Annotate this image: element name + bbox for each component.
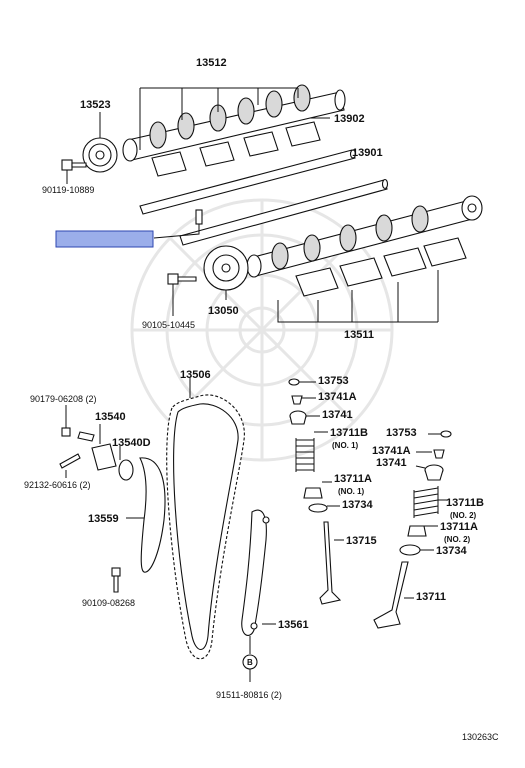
lifter-13741A-b xyxy=(416,449,445,459)
camshaft-sprocket-13523 xyxy=(82,112,118,173)
bolt-90179 xyxy=(61,405,71,437)
label-13512-leaders xyxy=(139,87,299,150)
label-13512: 13512 xyxy=(196,57,227,69)
bolt-90105 xyxy=(167,273,197,316)
seal-13734-a xyxy=(308,503,340,513)
label-13753-a: 13753 xyxy=(318,375,349,387)
stud-92132 xyxy=(59,453,81,478)
spring-13711B-2 xyxy=(413,486,448,518)
label-13523: 13523 xyxy=(80,99,111,111)
label-13741-a: 13741 xyxy=(322,409,353,421)
camshaft-bearing-caps-upper xyxy=(151,121,321,177)
shim-13753-a xyxy=(288,378,316,386)
seat-13711A-2 xyxy=(407,525,438,537)
label-13711: 13711 xyxy=(416,591,446,603)
label-13561: 13561 xyxy=(278,619,309,631)
label-90109-08268: 90109-08268 xyxy=(82,598,135,608)
chain-guide-13561 xyxy=(241,509,276,654)
label-13540D: 13540D xyxy=(112,437,151,449)
rod-13901 xyxy=(179,178,389,246)
label-90179-06208: 90179-06208 (2) xyxy=(30,394,97,404)
label-13711B-a-note: (NO. 1) xyxy=(332,441,359,450)
label-13511: 13511 xyxy=(344,329,374,341)
bolt-90109 xyxy=(111,567,121,593)
label-13711A-b-note: (NO. 2) xyxy=(444,535,471,544)
seat-13711A-1 xyxy=(303,481,332,499)
label-13741-b: 13741 xyxy=(376,457,407,469)
camshaft-13511 xyxy=(246,195,483,278)
label-13715: 13715 xyxy=(346,535,377,547)
label-13050: 13050 xyxy=(208,305,239,317)
callout-b: B xyxy=(242,654,258,682)
label-13711B-b: 13711B xyxy=(446,497,484,509)
chain-tensioner-13540 xyxy=(77,424,117,471)
label-13711B-b-note: (NO. 2) xyxy=(450,511,477,520)
diagram-id: 130263C xyxy=(462,732,499,742)
lifter-13741A-a xyxy=(291,395,316,405)
chain-slipper-13559 xyxy=(126,457,166,573)
label-13711A-a-note: (NO. 1) xyxy=(338,487,365,496)
label-90119-10889: 90119-10889 xyxy=(42,185,94,195)
label-13901: 13901 xyxy=(352,147,383,159)
label-13902: 13902 xyxy=(334,113,365,125)
label-13753-b: 13753 xyxy=(386,427,417,439)
valve-13711 xyxy=(373,561,414,629)
label-13559: 13559 xyxy=(88,513,119,525)
label-13711B-a: 13711B xyxy=(330,427,368,439)
retainer-13741-b xyxy=(415,464,444,481)
label-13734-b: 13734 xyxy=(436,545,467,557)
seal-13734-b xyxy=(399,544,434,556)
pin-fastener xyxy=(153,209,203,239)
label-13741A-a: 13741A xyxy=(318,391,357,403)
shim-13753-b xyxy=(428,430,452,438)
camshaft-13512 xyxy=(122,84,346,162)
vvt-gear-13050 xyxy=(203,245,249,300)
label-13506: 13506 xyxy=(180,369,211,381)
timing-chain-13506 xyxy=(166,378,245,660)
retainer-13741-a xyxy=(289,410,320,425)
label-13711A-a: 13711A xyxy=(334,473,372,485)
spring-13711B-1 xyxy=(295,431,328,472)
label-91511-80816: 91511-80816 (2) xyxy=(216,690,282,700)
gasket-13540D xyxy=(118,446,134,481)
rod-13902 xyxy=(139,149,357,215)
label-13734-a: 13734 xyxy=(342,499,373,511)
label-13511-leaders xyxy=(277,270,439,323)
label-13711A-b: 13711A xyxy=(440,521,478,533)
label-90105-10445: 90105-10445 xyxy=(142,320,195,330)
label-13540: 13540 xyxy=(95,411,126,423)
highlight-box xyxy=(55,230,154,248)
valve-13715 xyxy=(319,521,344,605)
camshaft-bearing-caps-lower xyxy=(295,237,467,297)
watermark-emblem xyxy=(130,198,394,462)
bolt-90119 xyxy=(61,159,87,184)
callout-b-letter: B xyxy=(247,658,253,667)
label-13741A-b: 13741A xyxy=(372,445,411,457)
label-92132-60616: 92132-60616 (2) xyxy=(24,480,91,490)
